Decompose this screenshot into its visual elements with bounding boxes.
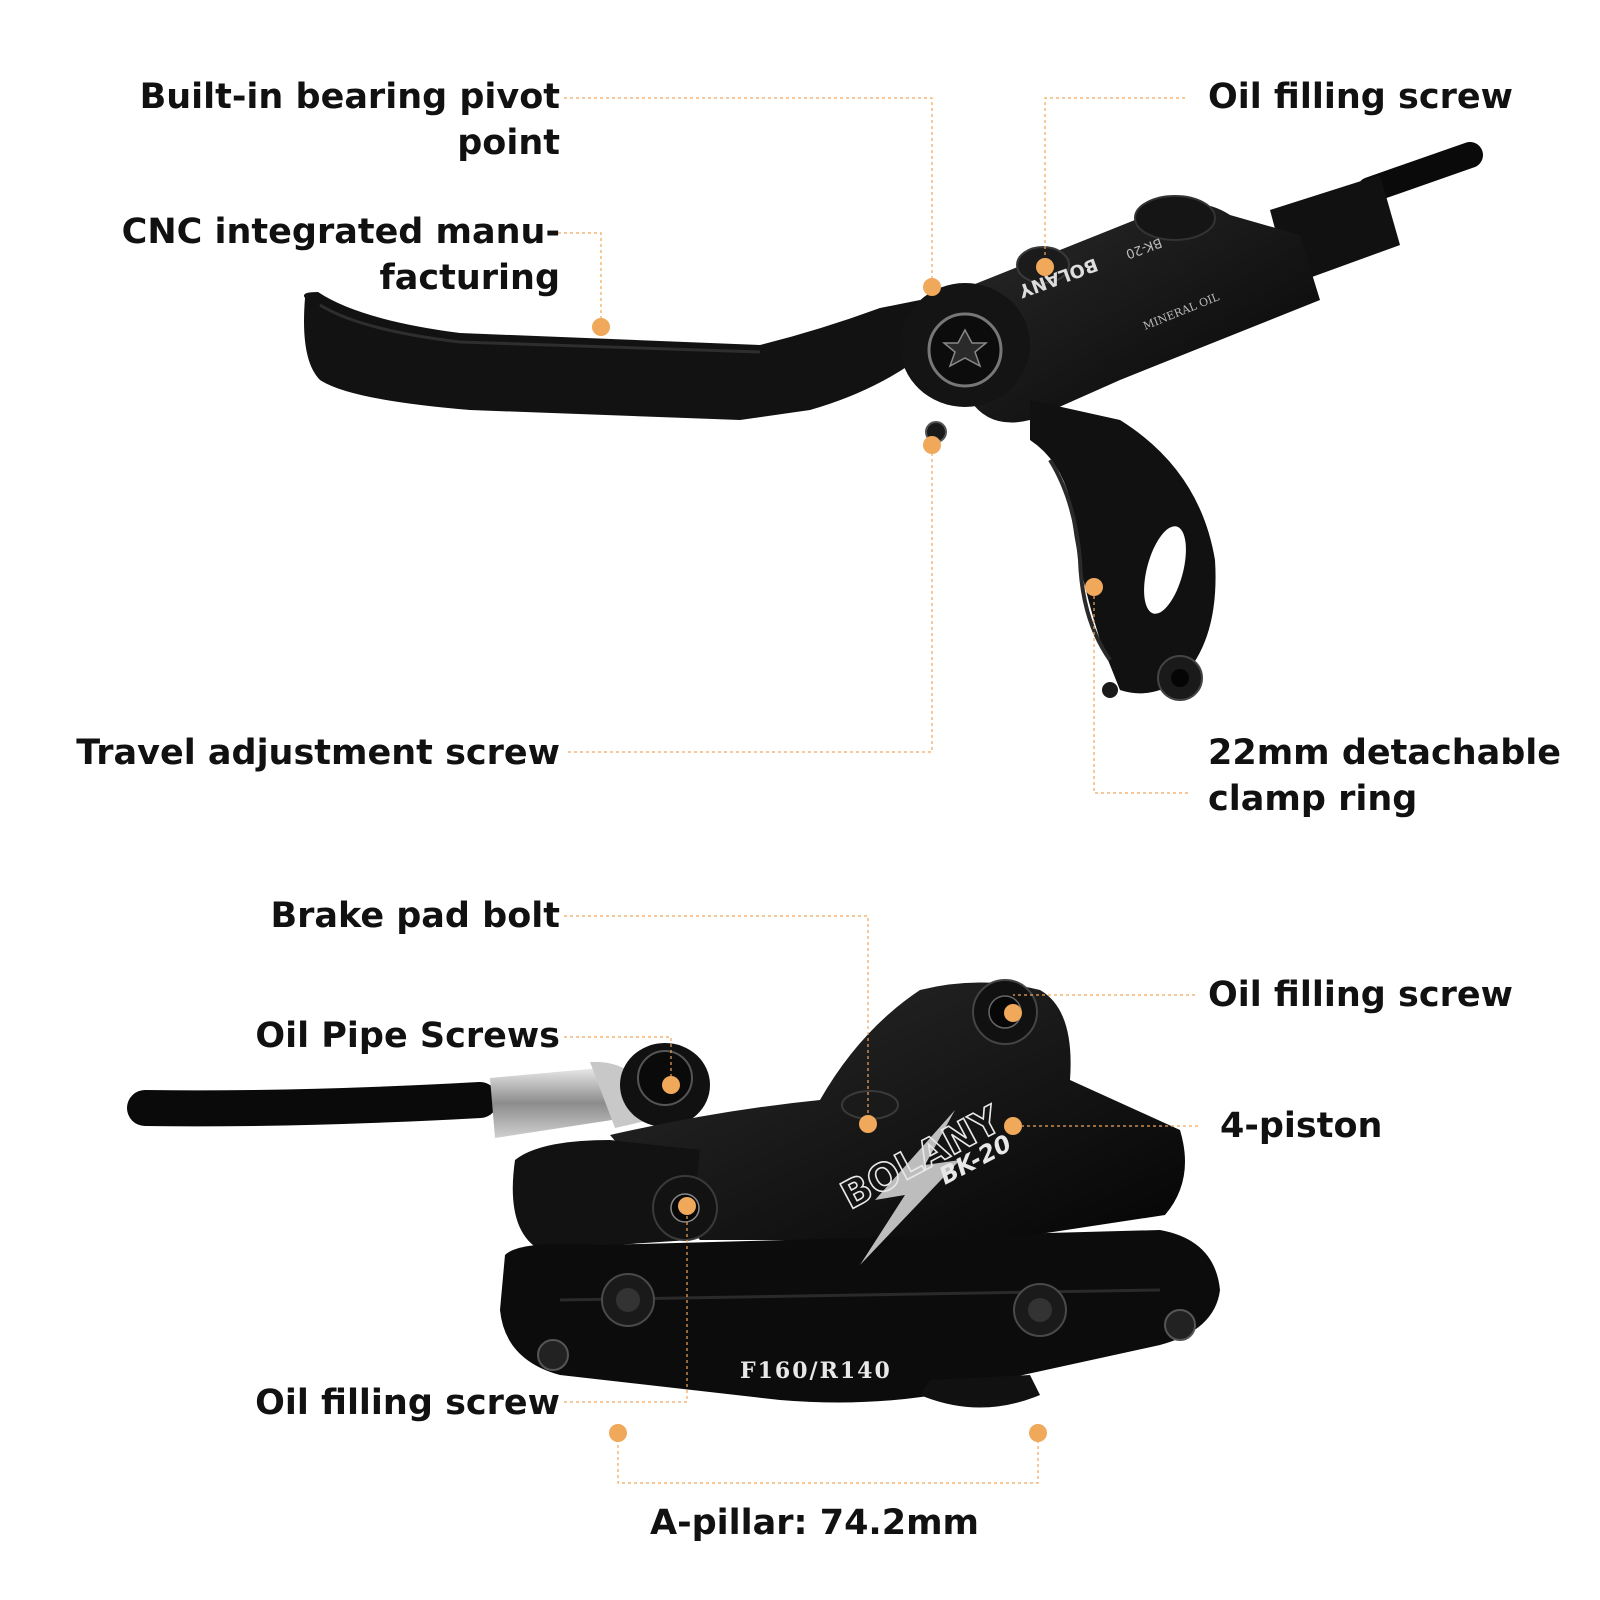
label-caliper-oil-filling-screw-top: Oil filling screw (1208, 975, 1513, 1015)
label-oil-pipe-screws: Oil Pipe Screws (255, 1016, 560, 1056)
label-brake-pad-bolt: Brake pad bolt (270, 896, 560, 936)
label-four-piston: 4-piston (1220, 1106, 1383, 1146)
brake-lever: BOLANY BK-20 MINERAL OIL (303, 142, 1483, 701)
label-caliper-oil-filling-screw-bottom: Oil filling screw (255, 1383, 560, 1423)
label-lever-oil-filling-screw: Oil filling screw (1208, 77, 1513, 117)
label-clamp-ring: 22mm detachable clamp ring (1208, 733, 1562, 819)
leader-lines (558, 97, 1198, 1484)
mount-size-mark: F160/R140 (740, 1358, 892, 1384)
callout-dots (592, 258, 1103, 1442)
label-a-pillar: A-pillar: 74.2mm (650, 1503, 980, 1543)
label-cnc-manufacturing: CNC integrated manu-facturing (121, 212, 560, 298)
label-travel-adjustment-screw: Travel adjustment screw (76, 733, 560, 773)
label-bearing-pivot: Built-in bearing pivot point (139, 77, 560, 163)
